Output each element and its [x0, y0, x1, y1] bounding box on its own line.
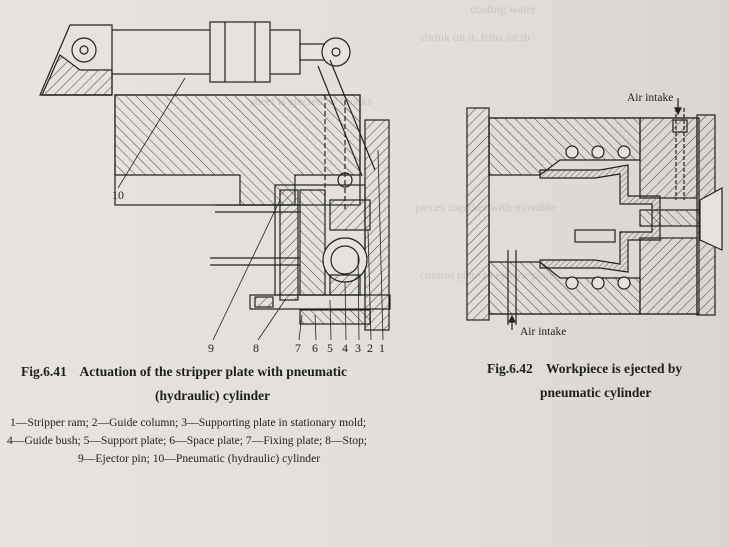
- figure-title: Actuation of the stripper plate with pne…: [79, 364, 348, 379]
- fig-6-42-drawing: [466, 98, 723, 330]
- figure-caption-right: Fig.6.42 Workpiece is ejected by: [487, 361, 682, 377]
- callout-number: 8: [253, 341, 259, 355]
- callout-number: 6: [312, 341, 318, 355]
- figure-number: Fig.6.42: [487, 361, 533, 376]
- figure-legend-line: 4—Guide bush; 5—Support plate; 6—Space p…: [7, 434, 368, 447]
- figure-legend-line: 9—Ejector pin; 10—Pneumatic (hydraulic) …: [78, 452, 321, 465]
- callout-number: 1: [379, 341, 385, 355]
- fig-6-41-drawing: [39, 21, 391, 341]
- figure-legend-line: 1—Stripper ram; 2—Guide column; 3—Suppor…: [10, 416, 367, 429]
- figure-caption-right-line2: pneumatic cylinder: [540, 385, 652, 400]
- callout-number: 10: [112, 188, 124, 202]
- figure-caption-left: Fig.6.41 Actuation of the stripper plate…: [21, 364, 347, 380]
- callout-number: 2: [367, 341, 373, 355]
- figure-number: Fig.6.41: [21, 364, 67, 379]
- figure-caption-left-line2: (hydraulic) cylinder: [155, 388, 271, 403]
- air-intake-label-top: Air intake: [627, 92, 674, 104]
- air-intake-label-bottom: Air intake: [520, 326, 567, 338]
- bleed-through-text: shrink on it. Ribs on th: [420, 30, 531, 44]
- callout-number: 9: [208, 341, 214, 355]
- figure-title: Workpiece is ejected by: [546, 361, 683, 376]
- callout-number: 3: [355, 341, 361, 355]
- callout-number: 5: [327, 341, 333, 355]
- callout-number: 7: [295, 341, 301, 355]
- bleed-through-text: cooling water: [470, 2, 536, 16]
- callout-number: 4: [342, 341, 348, 355]
